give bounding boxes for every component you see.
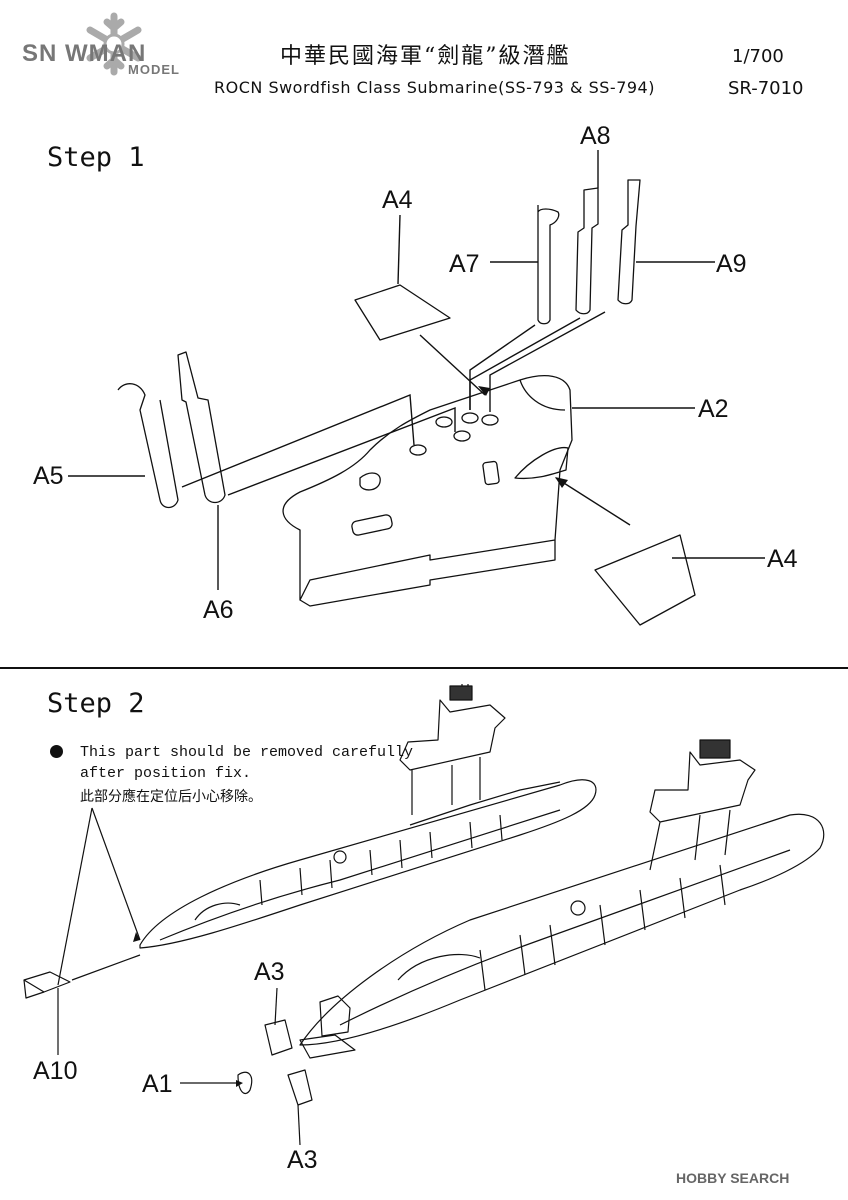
note-english-line1: This part should be removed carefully bbox=[80, 744, 414, 761]
note-chinese: 此部分應在定位后小心移除。 bbox=[80, 789, 262, 805]
step1-title: Step 1 bbox=[47, 142, 145, 173]
label-a9: A9 bbox=[716, 250, 747, 278]
label-a3-top: A3 bbox=[254, 958, 285, 986]
label-a1: A1 bbox=[142, 1070, 173, 1098]
label-a8: A8 bbox=[580, 122, 611, 150]
section-divider bbox=[0, 667, 848, 669]
bullet-icon bbox=[50, 745, 63, 758]
brand-logo bbox=[18, 12, 208, 76]
scale-label: 1/700 bbox=[732, 46, 784, 67]
title-chinese: 中華民國海軍“劍龍”級潛艦 bbox=[280, 44, 571, 69]
label-a5: A5 bbox=[33, 462, 64, 490]
label-a6: A6 bbox=[203, 596, 234, 624]
watermark: HOBBY SEARCH bbox=[676, 1170, 790, 1186]
label-a7: A7 bbox=[449, 250, 480, 278]
step2-title: Step 2 bbox=[47, 688, 145, 719]
label-a4-top: A4 bbox=[382, 186, 413, 214]
note-english: This part should be removed carefully af… bbox=[80, 742, 413, 784]
logo-text: SN WMAN bbox=[22, 40, 147, 67]
logo-subtext: MODEL bbox=[128, 62, 180, 77]
note-english-line2: after position fix. bbox=[80, 765, 252, 782]
label-a2: A2 bbox=[698, 395, 729, 423]
snowflake-icon bbox=[86, 12, 142, 76]
product-code: SR-7010 bbox=[728, 78, 804, 99]
label-a3-bottom: A3 bbox=[287, 1146, 318, 1174]
title-english: ROCN Swordfish Class Submarine(SS-793 & … bbox=[214, 78, 655, 97]
label-a4-bottom: A4 bbox=[767, 545, 798, 573]
label-a10: A10 bbox=[33, 1057, 78, 1085]
